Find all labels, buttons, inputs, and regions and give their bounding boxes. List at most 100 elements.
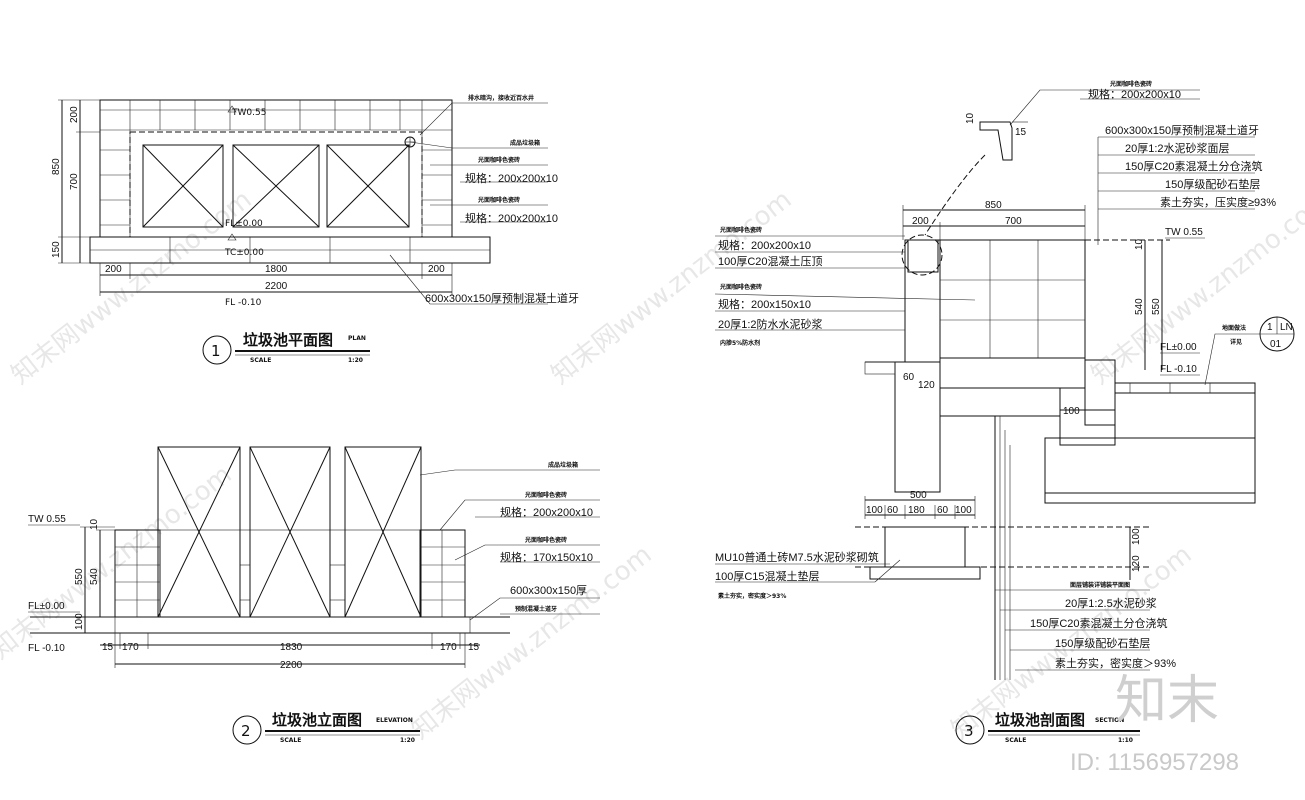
dim-label: 170 [440,642,457,653]
section-paving [1114,382,1256,394]
drawing-title: 垃圾池立面图 [272,711,362,729]
image-id: ID: 1156957298 [1070,749,1239,776]
dim-label: 10 [965,112,976,124]
elevation-bins [157,446,422,618]
dim-label: 120 [918,380,935,391]
note: MU10普通土砖M7.5水泥砂浆砌筑 [715,550,879,564]
dim-label: 550 [1151,298,1162,315]
note: 规格：200x200x10 [500,505,593,519]
dim-label: 100 [955,505,972,516]
note: 600x300x150厚预制混凝土道牙 [1105,123,1259,137]
dim-label: 60 [887,505,899,516]
note: 规格：200x200x10 [465,211,558,225]
plan-dims-bottom: 200 1800 200 2200 [99,263,453,296]
dim-label: 2200 [280,660,303,671]
dim-label: 200 [428,264,445,275]
note: 20厚1:2水泥砂浆面层 [1125,141,1230,155]
section-notes-bottom-right: 面层铺装详铺装平面图 20厚1:2.5水泥砂浆 150厚C20素混凝土分仓浇筑 … [995,416,1176,680]
drawing-tag: SECTION [1095,717,1124,724]
scale-label: SCALE [1005,737,1026,744]
section-dims-top: 850 200 700 [902,200,1086,240]
section-footing [884,526,966,568]
dim-label: 180 [908,505,925,516]
elevation-title-block: 2 垃圾池立面图 ELEVATION SCALE 1:20 [232,711,420,745]
dim-label: 540 [89,568,100,585]
dim-label: 100 [74,613,85,630]
dim-label: 100 [1131,528,1142,545]
section-notes-left: 光面咖啡色瓷砖 规格：200x200x10 100厚C20混凝土压顶 光面咖啡色… [714,226,976,347]
drawing-title: 垃圾池平面图 [243,331,333,349]
elevation-view: 10 540 550 100 15 170 1830 170 15 2200 T… [28,446,600,745]
dim-label: 540 [1134,298,1145,315]
note: 规格：200x150x10 [718,297,811,311]
elevation-wall-right [419,529,466,618]
level-mark: TW0.55 [231,108,266,118]
dim-label: 10 [1134,238,1145,250]
section-index-callout: 1 LN 01 地面做法 详见 [1204,316,1295,386]
section-coping [907,239,939,273]
level-mark: TC±0.00 [224,248,264,258]
section-notes-top: 600x300x150厚预制混凝土道牙 20厚1:2水泥砂浆面层 150厚C20… [1097,123,1276,245]
section-dims-mid: 60 120 100 500 100 60 180 60 100 100 120 [864,372,1142,580]
drawing-number: 2 [241,722,251,740]
plan-bins [142,144,410,228]
dim-label: 2200 [265,281,288,292]
note: 排水暗沟，接收近百水井 [468,94,534,102]
section-notes-bottom-left: MU10普通土砖M7.5水泥砂浆砌筑 100厚C15混凝土垫层 素土夯实，密实度… [715,550,901,600]
note: 素土夯实，压实度≥93% [1160,195,1276,209]
dim-label: 10 [89,518,100,530]
watermark-text: 知末网www.znzmo.com [1086,185,1305,391]
dim-label: 850 [51,158,62,175]
elevation-dims-bottom: 15 170 1830 170 15 2200 [100,633,480,671]
level-mark: TW 0.55 [28,514,66,525]
note: 光面咖啡色瓷砖 [477,196,520,204]
scale-label: SCALE [250,357,271,364]
section-floor-slab [939,357,1086,389]
section-detail: 10 15 [924,89,1200,236]
note: 光面咖啡色瓷砖 [524,491,567,499]
dim-label: 1830 [280,642,303,653]
section-wall-lower [894,361,941,493]
note: 20厚1:2防水水泥砂浆 [718,317,823,331]
section-dims-right: 10 550 540 [1085,238,1170,370]
dim-label: 15 [1015,127,1027,138]
note: 面层铺装详铺装平面图 [1070,581,1130,589]
elevation-notes: 成品垃圾箱 光面咖啡色瓷砖 规格：200x200x10 光面咖啡色瓷砖 规格：1… [419,461,600,621]
index-page: 01 [1270,339,1282,350]
level-mark: FL±0.00 [1160,342,1197,353]
elevation-dims-left: 10 540 550 100 [74,518,115,633]
dim-label: 60 [937,505,949,516]
section-view: 10 15 光面咖啡色瓷砖 规格：200x200x10 600x300x150厚… [714,80,1295,745]
note: 规格：200x200x10 [465,171,558,185]
drawing-tag: ELEVATION [376,717,413,724]
note: 光面咖啡色瓷砖 [524,536,567,544]
drawing-number: 1 [211,342,221,360]
level-mark: FL±0.00 [28,601,65,612]
level-mark: FL -0.10 [1160,364,1197,375]
note: 100厚C15混凝土垫层 [715,569,820,583]
note: 素土夯实，密实度＞93% [717,592,786,600]
dim-label: 15 [102,642,114,653]
level-mark: FL -0.10 [225,298,262,308]
dim-label: 15 [468,642,480,653]
note: 预制混凝土道牙 [515,605,557,613]
note: 光面咖啡色瓷砖 [477,156,520,164]
note: 600x300x150厚 [510,584,587,597]
note: 素土夯实，密实度＞93% [1055,656,1176,670]
note: 150厚C20素混凝土分仓浇筑 [1030,616,1168,630]
dim-label: 60 [903,372,915,383]
dim-label: 1800 [265,264,288,275]
note: 光面咖啡色瓷砖 [1109,80,1152,88]
drawing-number: 3 [964,722,974,740]
note: 光面咖啡色瓷砖 [719,283,762,291]
plan-view: 200 700 850 150 200 1800 200 2200 TW0.55… [51,94,579,365]
scale-value: 1:10 [1118,737,1133,744]
level-mark: FL±0.00 [225,219,263,229]
note: 100厚C20混凝土压顶 [718,254,823,268]
index-sheet: LN [1280,322,1293,333]
scale-label: SCALE [280,737,301,744]
dim-label: 550 [74,568,85,585]
dim-label: 150 [51,241,62,258]
section-title-block: 3 垃圾池剖面图 SECTION SCALE 1:10 [955,711,1140,745]
